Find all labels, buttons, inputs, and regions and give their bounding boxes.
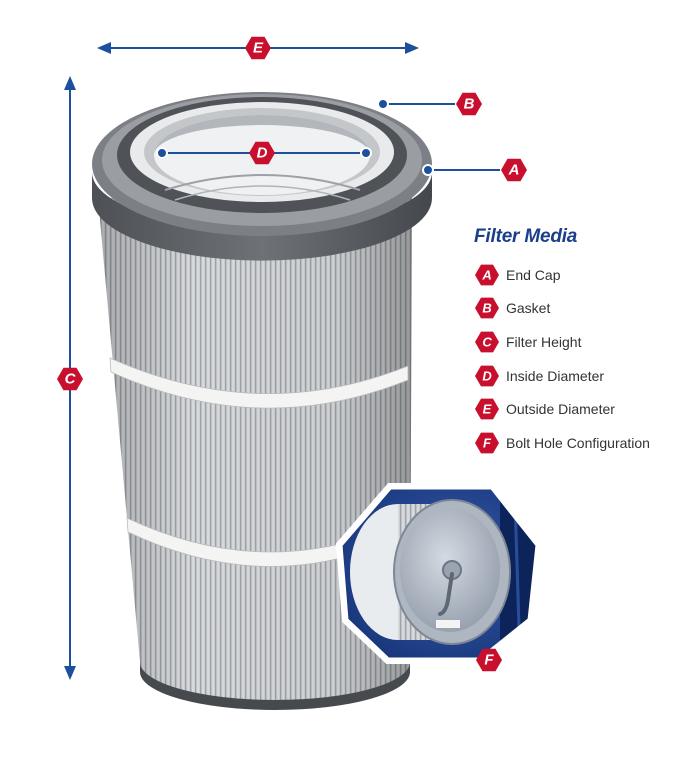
red-hexagon-icon (501, 158, 527, 182)
svg-text:D: D (482, 368, 492, 383)
arrow-right-icon (405, 42, 419, 54)
marker-f: F (476, 648, 502, 672)
legend-item-bolt-hole-configuration: F Bolt Hole Configuration (474, 426, 694, 460)
marker-d-letter: D (257, 145, 268, 162)
svg-text:A: A (481, 267, 491, 282)
red-hexagon-icon: C (475, 331, 499, 353)
marker-f-letter: F (484, 652, 494, 669)
marker-b: B (456, 92, 482, 116)
arrow-down-icon (64, 666, 76, 680)
svg-text:E: E (483, 402, 492, 417)
bolt-hole-detail-inset (335, 483, 543, 664)
legend-item-filter-height: C Filter Height (474, 325, 694, 359)
svg-text:B: B (482, 301, 491, 316)
marker-b-letter: B (464, 96, 475, 113)
support-band-upper (109, 357, 409, 409)
legend-label: Outside Diameter (506, 401, 615, 418)
marker-a: A (501, 158, 527, 182)
marker-a-letter: A (508, 162, 520, 179)
legend-item-inside-diameter: D Inside Diameter (474, 359, 694, 393)
red-hexagon-icon: D (475, 365, 499, 386)
red-hexagon-icon: E (475, 398, 499, 420)
arrow-up-icon (64, 76, 76, 90)
filter-media-legend: Filter Media A End Cap B Gasket C Filter… (474, 226, 694, 460)
red-hexagon-icon: F (475, 432, 499, 454)
legend-title: Filter Media (474, 226, 578, 247)
top-end-cap (92, 172, 432, 261)
red-hexagon-icon (249, 141, 275, 165)
marker-e-letter: E (253, 40, 264, 57)
marker-c-letter: C (65, 371, 77, 388)
red-hexagon-icon: B (475, 297, 499, 319)
legend-label: Filter Height (506, 333, 582, 350)
red-hexagon-icon (476, 648, 502, 672)
arrow-left-icon (97, 42, 111, 54)
marker-e: E (245, 36, 271, 60)
red-hexagon-icon: A (475, 264, 499, 286)
red-hexagon-icon (456, 92, 482, 116)
legend-item-end-cap: A End Cap (474, 258, 694, 292)
marker-c: C (57, 367, 83, 391)
svg-text:C: C (482, 334, 492, 349)
legend-label: Inside Diameter (506, 367, 605, 384)
svg-text:F: F (483, 435, 492, 450)
red-hexagon-icon (57, 367, 83, 391)
filter-cartridge (92, 92, 432, 710)
marker-d: D (249, 141, 275, 165)
legend-label: Gasket (506, 300, 551, 317)
red-hexagon-icon (245, 36, 271, 60)
legend-label: Bolt Hole Configuration (506, 434, 650, 451)
legend-label: End Cap (506, 266, 561, 283)
legend-item-outside-diameter: E Outside Diameter (474, 392, 694, 426)
legend-item-gasket: B Gasket (474, 292, 694, 326)
